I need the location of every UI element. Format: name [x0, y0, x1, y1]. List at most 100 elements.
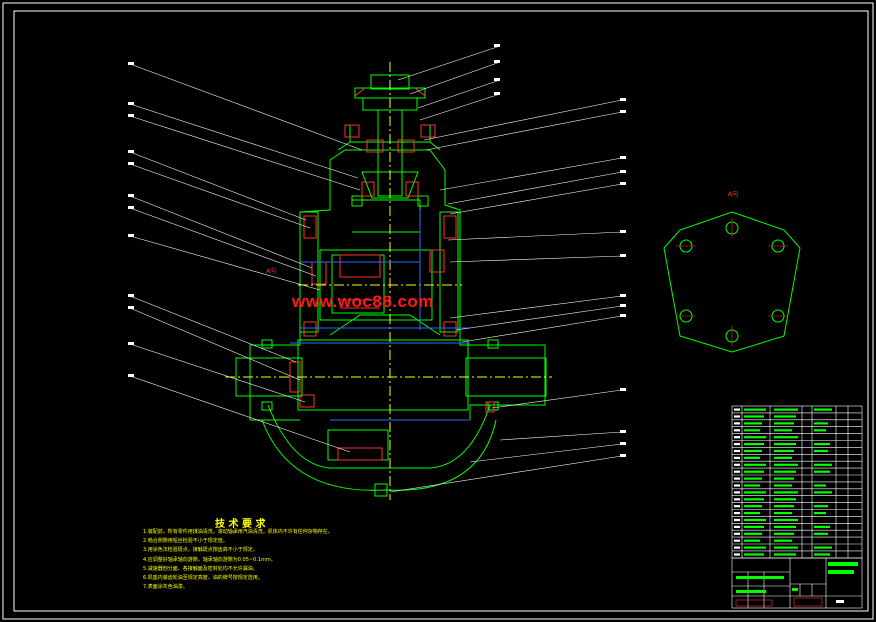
bom-cell-mark	[774, 553, 796, 556]
bom-cell-mark	[774, 477, 794, 480]
bom-index-mark	[734, 436, 740, 439]
bom-cell-mark	[744, 539, 760, 542]
leader-lines-right	[389, 45, 623, 493]
bom-index-mark	[734, 498, 740, 501]
bom-index-mark	[734, 512, 740, 515]
bom-cell-mark	[814, 484, 826, 487]
bom-cell-mark	[814, 463, 832, 466]
bom-cell-mark	[774, 436, 798, 439]
bom-cell-mark	[744, 463, 766, 466]
bom-index-mark	[734, 443, 740, 446]
bom-cell-mark	[744, 408, 766, 411]
bom-cell-mark	[744, 429, 760, 432]
bom-cell-mark	[744, 456, 760, 459]
bom-cell-mark	[814, 546, 832, 549]
bom-cell-mark	[814, 512, 826, 515]
bom-index-mark	[734, 456, 740, 459]
watermark: www.woc88.com	[292, 292, 434, 311]
balloon-ticks	[128, 44, 626, 457]
bom-cell-mark	[774, 463, 798, 466]
bom-index-mark	[734, 525, 740, 528]
bom-index-mark	[734, 546, 740, 549]
inner-frame	[13, 10, 869, 612]
bom-cell-mark	[774, 505, 794, 508]
bom-index-mark	[734, 422, 740, 425]
bom-cell-mark	[744, 449, 762, 453]
bom-cell-mark	[814, 525, 830, 528]
bom-cell-mark	[744, 553, 764, 556]
bom-cell-mark	[814, 422, 828, 425]
bom-cell-mark	[774, 408, 798, 411]
bom-index-mark	[734, 470, 740, 473]
bom-index-mark	[734, 505, 740, 508]
bom-cell-mark	[774, 443, 796, 446]
bom-cell-mark	[744, 498, 764, 501]
bom-index-mark	[734, 553, 740, 556]
bom-table	[731, 405, 863, 559]
bom-cell-mark	[744, 518, 766, 522]
bom-cell-mark	[774, 512, 792, 515]
bom-cell-mark	[774, 491, 798, 494]
bom-cell-mark	[774, 532, 794, 535]
view-a-flange	[663, 211, 801, 353]
bom-cell-mark	[744, 443, 764, 446]
bom-cell-mark	[814, 429, 826, 432]
bom-cell-mark	[774, 498, 796, 501]
a-direction-label: A向	[266, 268, 277, 275]
bom-cell-mark	[744, 532, 762, 535]
bom-cell-mark	[814, 505, 828, 508]
tech-note: 7.表面涂灰色油漆。	[143, 584, 188, 591]
bom-cell-mark	[814, 470, 830, 473]
technical-requirements-title: 技 术 要 求	[215, 519, 266, 530]
bom-index-mark	[734, 429, 740, 432]
bom-cell-mark	[744, 491, 766, 494]
bom-cell-mark	[814, 553, 830, 556]
bom-index-mark	[734, 484, 740, 487]
bom-index-mark	[734, 415, 740, 418]
tech-note: 4.应调整好轴承轴向游隙，轴承轴向游隙为0.05~0.1mm。	[143, 556, 276, 563]
differential-assembly	[225, 62, 552, 500]
bom-index-mark	[734, 477, 740, 480]
bom-index-mark	[734, 463, 740, 466]
bom-cell-mark	[774, 422, 794, 425]
bom-cell-mark	[744, 525, 764, 528]
bom-cell-mark	[814, 443, 830, 446]
bom-cell-mark	[744, 477, 762, 480]
bom-cell-mark	[774, 429, 792, 432]
bom-cell-mark	[774, 525, 796, 528]
bom-index-mark	[734, 518, 740, 522]
bom-cell-mark	[744, 484, 760, 487]
bom-index-mark	[734, 408, 740, 411]
bom-cell-mark	[774, 518, 798, 522]
bom-cell-mark	[814, 449, 828, 453]
bom-index-mark	[734, 491, 740, 494]
bom-cell-mark	[814, 408, 832, 411]
view-a-label: A向	[728, 191, 739, 198]
tech-note: 3.用涂色法检验斑点，接触斑点按齿高不小于规定。	[143, 547, 258, 554]
bom-index-mark	[734, 539, 740, 542]
tech-note: 2.啮合侧隙用铅丝检验不小于规定值。	[143, 538, 228, 545]
bom-cell-mark	[744, 512, 760, 515]
title-block-text	[736, 562, 858, 603]
bom-cell-mark	[774, 484, 792, 487]
bom-cell-mark	[774, 456, 792, 459]
bom-cell-mark	[774, 449, 794, 453]
bom-index-mark	[734, 449, 740, 453]
bom-cell-mark	[744, 415, 764, 418]
tech-note: 5.减速器剖分面、各接触面及密封处均不允许漏油。	[143, 565, 258, 572]
technical-requirements-list: 1.装配前，所有零件用煤油清洗，滚动轴承用汽油清洗，机体内不许有任何杂物存在。 …	[143, 528, 333, 592]
bom-cell-mark	[774, 546, 798, 549]
bom-index-mark	[734, 532, 740, 535]
bom-cell-mark	[774, 470, 796, 473]
leader-lines-left	[129, 63, 363, 453]
bom-cell-mark	[774, 415, 796, 418]
bom-cell-mark	[744, 546, 766, 549]
bom-cell-mark	[744, 505, 762, 508]
bom-cell-mark	[774, 539, 792, 542]
bom-cell-mark	[814, 491, 832, 494]
tech-note: 6.机座内装齿轮油至规定高度，油的牌号按规定选用。	[143, 575, 263, 582]
tech-note: 1.装配前，所有零件用煤油清洗，滚动轴承用汽油清洗，机体内不许有任何杂物存在。	[143, 529, 333, 535]
bom-cell-mark	[744, 436, 766, 439]
